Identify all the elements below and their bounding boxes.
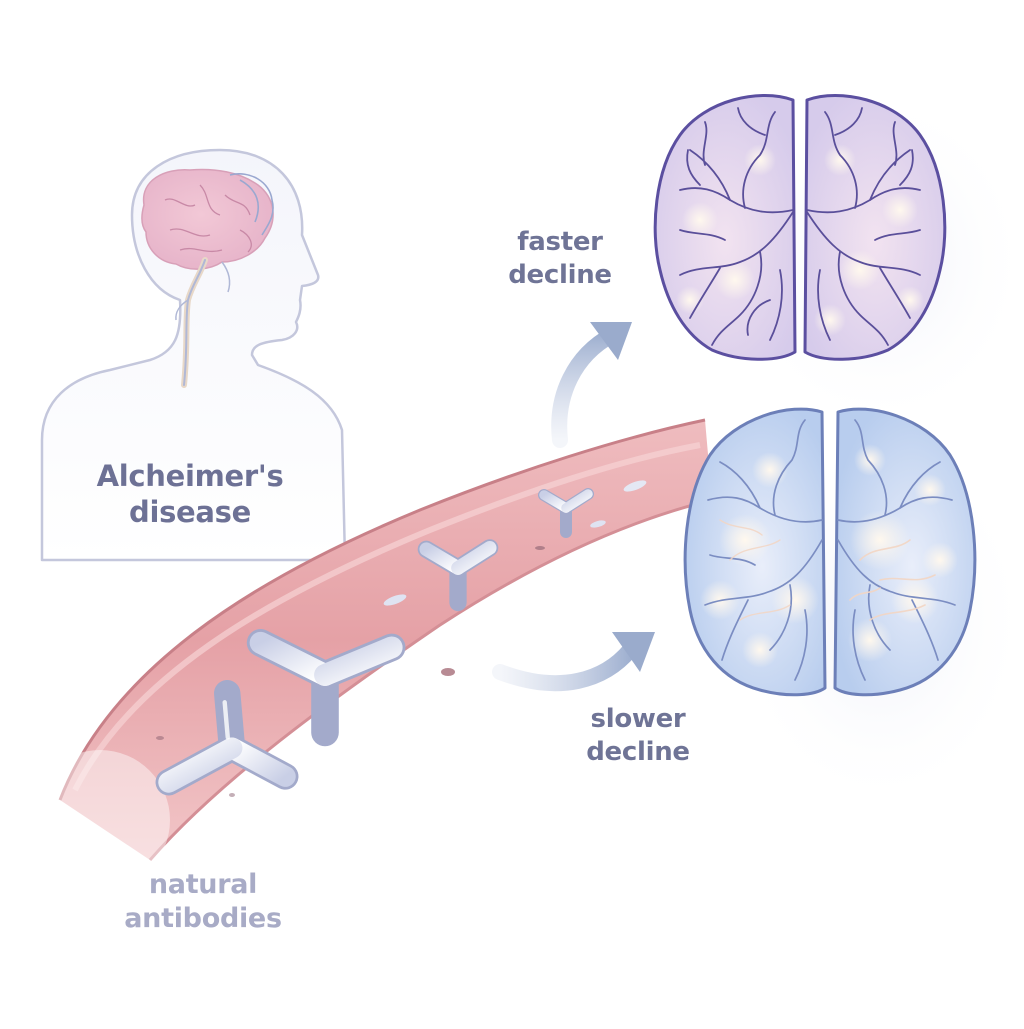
natural-antibodies-label-line-2: antibodies <box>124 902 282 934</box>
natural-antibodies-label-line-1: natural <box>148 869 258 900</box>
y-antibody-icon <box>417 539 499 612</box>
disease-label-line-2: disease <box>128 495 252 530</box>
brain-icon <box>683 407 977 697</box>
faster-decline-label: faster decline <box>470 226 650 291</box>
slower-decline-label-line-1: slower <box>590 704 686 734</box>
curved-arrow-icon <box>551 322 632 448</box>
y-antibody-icon <box>246 629 406 747</box>
human-silhouette-icon <box>40 148 347 562</box>
slower-decline-label: slower decline <box>548 703 728 768</box>
y-antibody-icon <box>155 680 299 796</box>
head-brain-icon <box>141 168 274 388</box>
y-antibody-icon <box>538 488 594 538</box>
curved-arrow-icon <box>492 632 655 692</box>
disease-label-line-1: Alcheimer's <box>96 459 284 493</box>
brain-icon <box>653 93 947 361</box>
disease-label: Alcheimer's disease <box>60 458 320 531</box>
slower-decline-label-line-2: decline <box>586 736 690 767</box>
faster-decline-label-line-2: decline <box>508 259 612 290</box>
natural-antibodies-label: natural antibodies <box>98 868 308 936</box>
faster-decline-label-line-1: faster <box>517 227 603 257</box>
